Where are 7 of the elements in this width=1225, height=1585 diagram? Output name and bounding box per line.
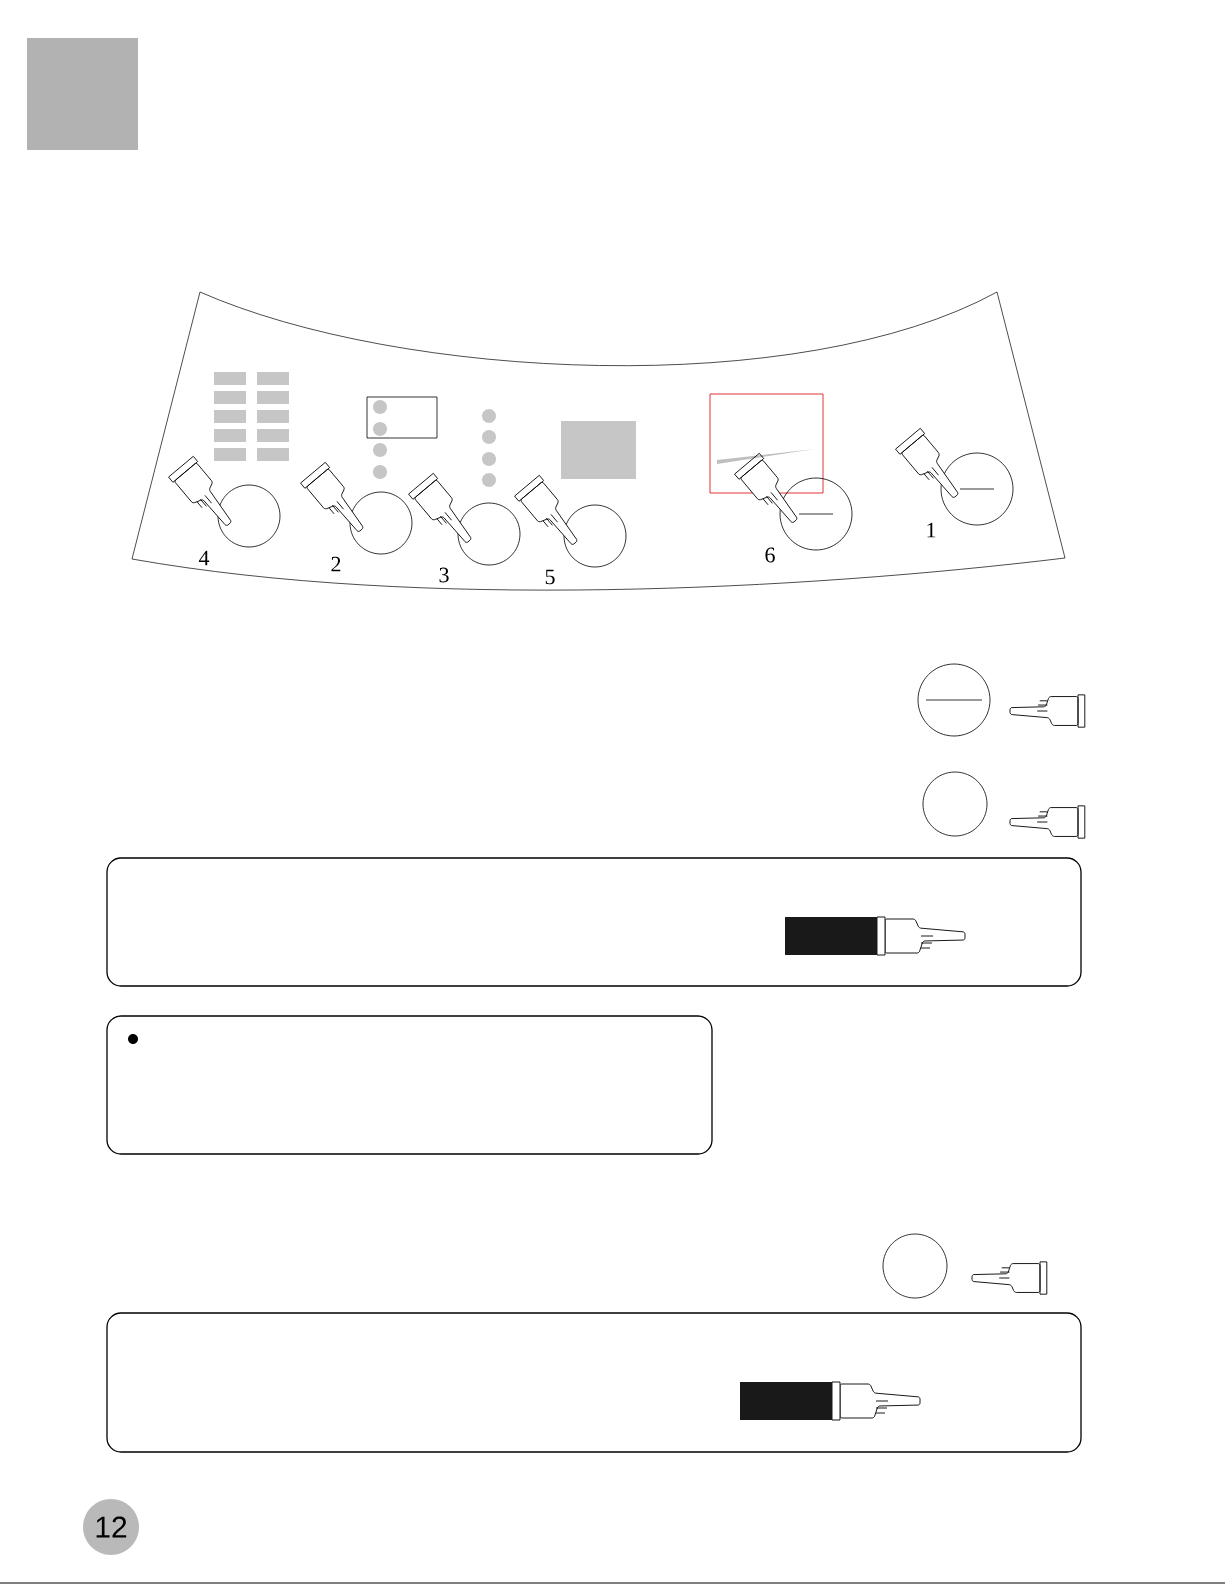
callout-number: 1 — [927, 522, 936, 538]
callout-number: 5 — [545, 569, 555, 585]
page-number: 12 — [83, 1499, 139, 1555]
callout-number: 2 — [331, 556, 341, 572]
callout-number: 6 — [765, 547, 775, 563]
callout-number: 4 — [198, 550, 210, 566]
callout-number: 3 — [439, 567, 449, 583]
